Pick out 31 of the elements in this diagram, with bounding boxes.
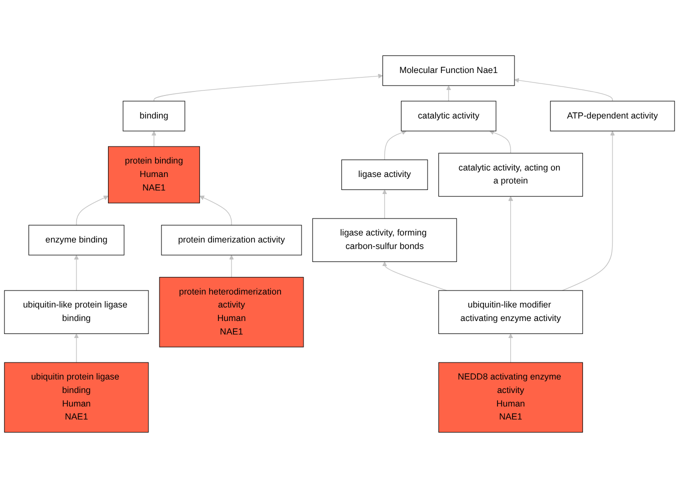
node-box: protein heterodimerization activity Human NAE1 [159,276,304,348]
arrow [489,130,511,154]
node-box: ligase activity [341,160,428,190]
node-box: Molecular Function Nae1 [382,55,515,86]
node-box: ubiquitin-like modifier activating enzyme activity [438,290,583,334]
arrow [514,78,613,102]
arrow [74,254,79,291]
node-box: protein dimerization activity [161,224,302,256]
node-box: protein binding Human NAE1 [108,146,200,204]
node-box: binding [122,100,186,132]
arrow [152,130,156,147]
node-box: ligase activity, forming carbon-sulfur bonds [312,218,457,262]
arrow [74,334,79,363]
arrow [154,74,383,102]
arrow [446,85,452,102]
node-box: ATP-dependent activity [550,100,675,132]
arrow [508,334,514,363]
arrow [384,130,407,160]
node-box: ubiquitin protein ligase binding Human NAE1 [4,362,149,433]
arrow [199,196,232,226]
node-box: ubiquitin-like protein ligase binding [4,290,149,334]
arrow [562,130,615,291]
arrow [382,262,448,291]
arrow [382,190,388,219]
arrow [508,196,514,291]
node-box: NEDD8 activating enzyme activity Human NAE1 [438,362,583,433]
arrow [76,196,108,226]
node-box: catalytic activity [400,100,496,132]
node-box: catalytic activity, acting on a protein [438,152,583,197]
node-box: enzyme binding [28,224,124,256]
arrow [229,254,234,278]
